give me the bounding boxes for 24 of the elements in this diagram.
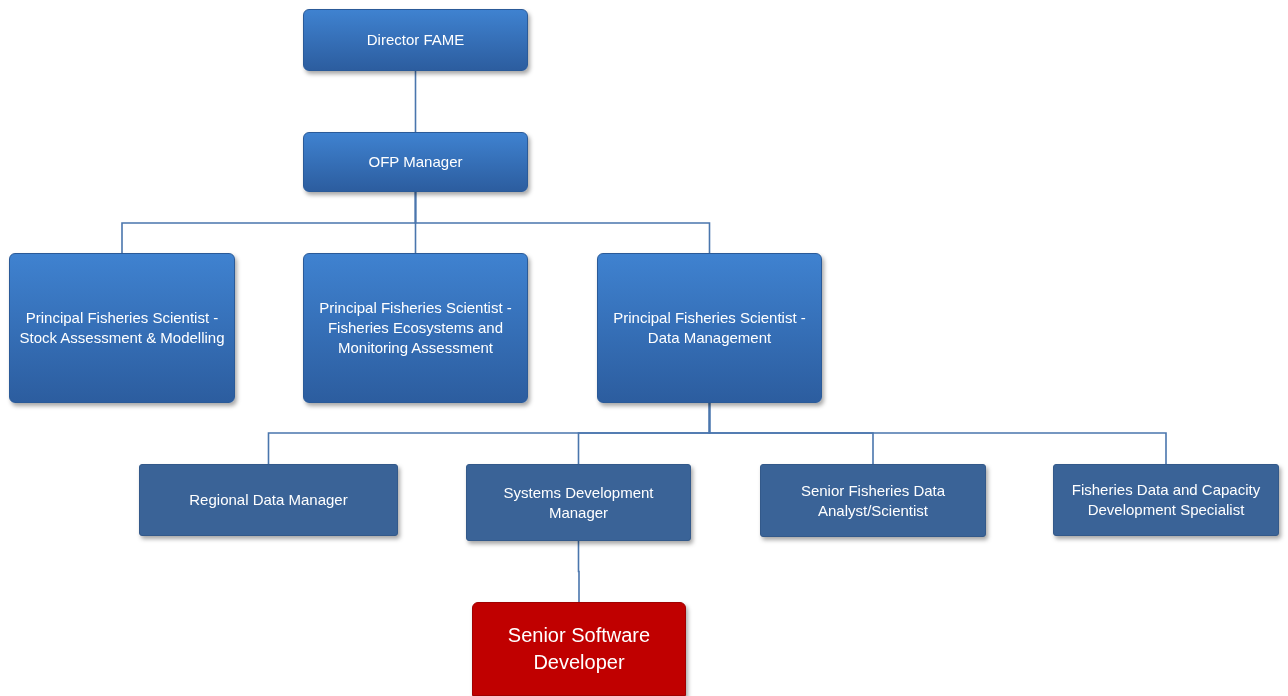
position-box <box>303 9 528 71</box>
connector-line <box>708 402 1167 465</box>
position-box <box>303 132 528 192</box>
position-box <box>466 464 691 541</box>
connector-line <box>577 540 580 603</box>
position-title: Regional Data Manager <box>189 490 348 510</box>
position-box <box>139 464 398 536</box>
position-title: Principal Fisheries Scientist - Data Management <box>612 308 807 348</box>
position-title: Fisheries Data and Capacity Development Specialist <box>1070 480 1262 520</box>
position-box <box>303 253 528 403</box>
position-title: Senior Software Developer <box>506 623 652 675</box>
position-box <box>9 253 235 403</box>
position-title: Systems Development Manager <box>502 482 655 523</box>
position-title: Director FAME <box>366 30 465 50</box>
position-box <box>597 253 822 403</box>
position-title: OFP Manager <box>368 152 463 172</box>
position-title: Principal Fisheries Scientist - Fisheries Ecosystems and Monitoring Assessment <box>318 298 513 358</box>
position-title: Senior Fisheries Data Analyst/Scientist <box>799 480 947 521</box>
connector-line <box>414 191 711 254</box>
position-box <box>472 602 686 696</box>
position-title: Principal Fisheries Scientist - Stock Assessment & Modelling <box>18 308 226 348</box>
connector-line <box>414 70 417 133</box>
position-box <box>760 464 986 537</box>
position-box <box>1053 464 1279 536</box>
